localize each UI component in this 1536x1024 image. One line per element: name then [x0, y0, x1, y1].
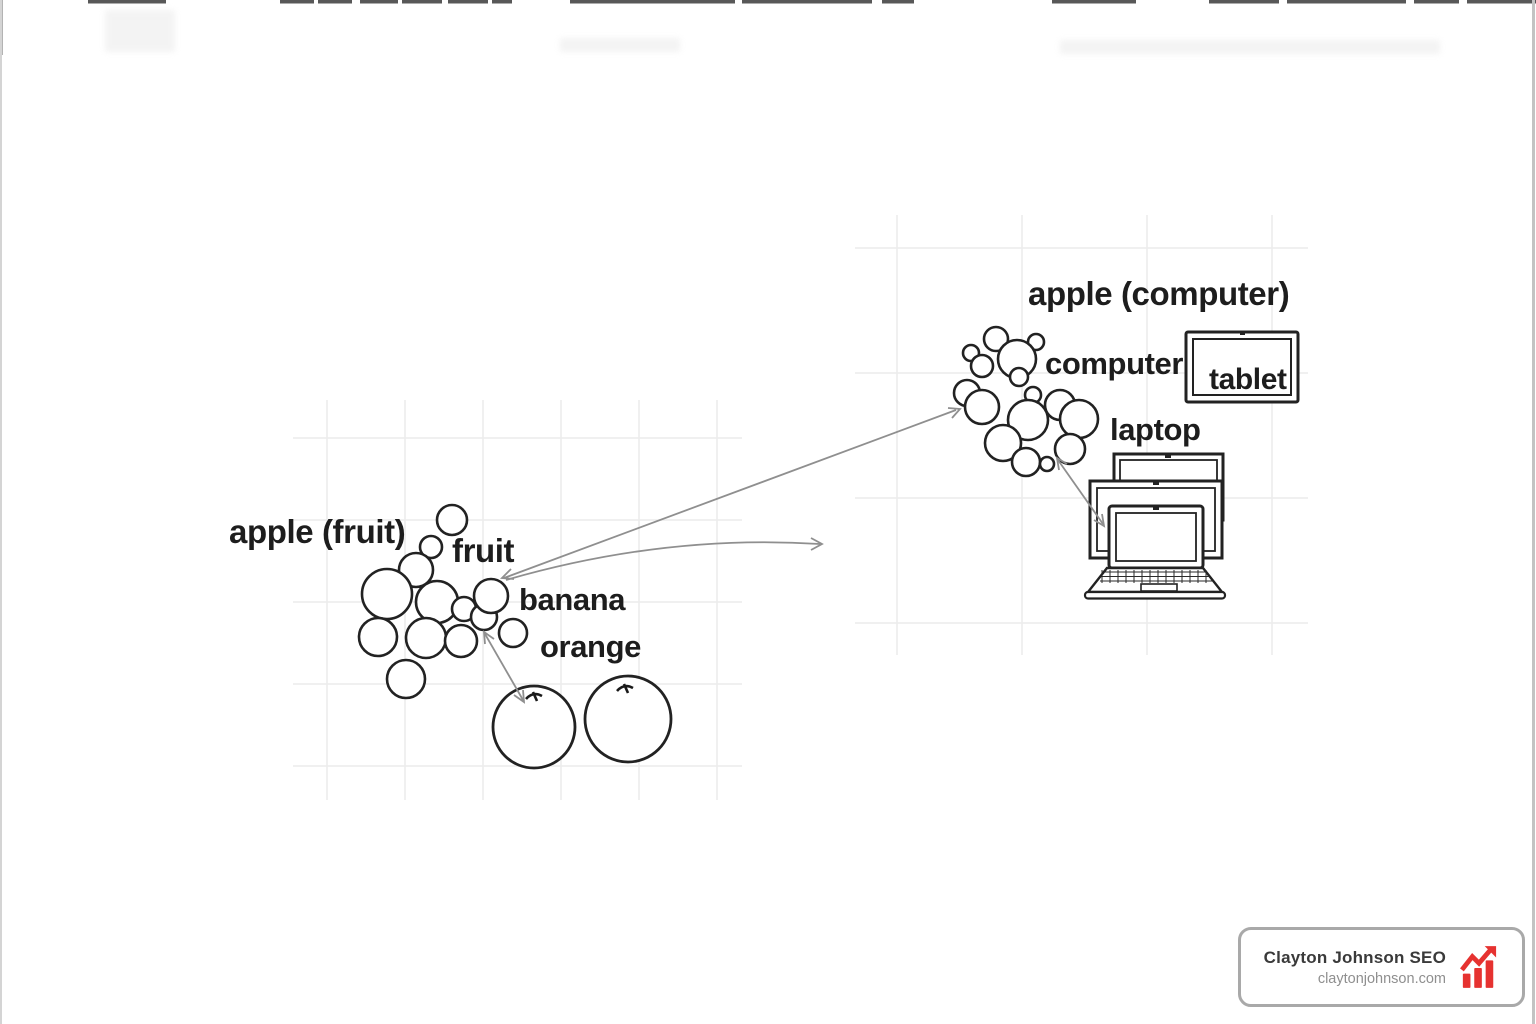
- tablet-camera-notch: [1240, 331, 1245, 335]
- embedding-point: [969, 353, 995, 379]
- orange-fruit-drawings: [491, 674, 673, 770]
- laptop-base: [1083, 590, 1227, 600]
- embedding-point: [443, 623, 479, 659]
- embedding-point: [1010, 446, 1042, 478]
- orange-stem-icon: [616, 683, 634, 694]
- tablet-drawing: [1184, 330, 1300, 404]
- orange-fruit-drawing: [491, 684, 577, 770]
- embedding-point: [1038, 455, 1056, 473]
- orange-stem-icon: [525, 691, 543, 702]
- embedding-point: [1053, 432, 1087, 466]
- arrow-cluster-to-orange: [482, 630, 526, 704]
- label-fruit: fruit: [452, 532, 515, 569]
- laptop-keys: [1100, 570, 1212, 583]
- crop-smudge-artifact: [560, 38, 680, 52]
- embedding-point: [982, 325, 1010, 353]
- embedding-point: [497, 617, 529, 649]
- label-computer: computer: [1045, 346, 1184, 381]
- embedding-point: [360, 567, 414, 621]
- embedding-point: [435, 503, 469, 537]
- embedding-point: [1006, 398, 1050, 442]
- crop-smudge-artifact: [1060, 40, 1440, 54]
- crop-smudge-artifact: [105, 10, 175, 52]
- label-banana: banana: [519, 582, 626, 617]
- embedding-point: [414, 579, 460, 625]
- right-crop-edge: [1532, 0, 1535, 1024]
- embedding-point: [1008, 366, 1030, 388]
- branding-title: Clayton Johnson SEO: [1263, 947, 1446, 967]
- embedding-point: [385, 658, 427, 700]
- computer-cluster-points: [952, 325, 1100, 478]
- connection-arrows: [482, 407, 1106, 704]
- arrow-cluster-to-cluster: [499, 407, 962, 580]
- branding-badge[interactable]: Clayton Johnson SEO claytonjohnson.com: [1238, 927, 1525, 1007]
- embedding-point: [472, 577, 510, 615]
- embedding-point: [983, 423, 1023, 463]
- arrow-cluster-to-laptop: [1055, 456, 1106, 528]
- label-laptop: laptop: [1110, 412, 1201, 447]
- laptop-front: [1083, 504, 1227, 600]
- laptop-stack-drawing: [1083, 452, 1227, 600]
- label-apple-fruit: apple (fruit): [229, 513, 406, 550]
- embedding-point: [963, 388, 1001, 426]
- fruit-cluster-points: [357, 503, 529, 700]
- label-orange: orange: [540, 629, 641, 664]
- laptop-trackpad: [1140, 583, 1178, 592]
- embedding-point: [357, 616, 399, 658]
- branding-domain: claytonjohnson.com: [1317, 970, 1446, 987]
- orange-fruit-drawing: [583, 674, 673, 764]
- left-crop-edge: [0, 0, 2, 1024]
- trending-up-chart-icon: [1460, 946, 1497, 988]
- embedding-point: [404, 616, 448, 660]
- branding-text: Clayton Johnson SEO claytonjohnson.com: [1264, 948, 1446, 987]
- arrow-curved-right: [505, 537, 824, 581]
- label-apple-computer: apple (computer): [1028, 275, 1290, 312]
- embedding-point: [1058, 398, 1100, 440]
- embedding-point: [418, 534, 444, 560]
- label-tablet: tablet: [1209, 363, 1287, 396]
- grid-left-patch: [293, 400, 742, 800]
